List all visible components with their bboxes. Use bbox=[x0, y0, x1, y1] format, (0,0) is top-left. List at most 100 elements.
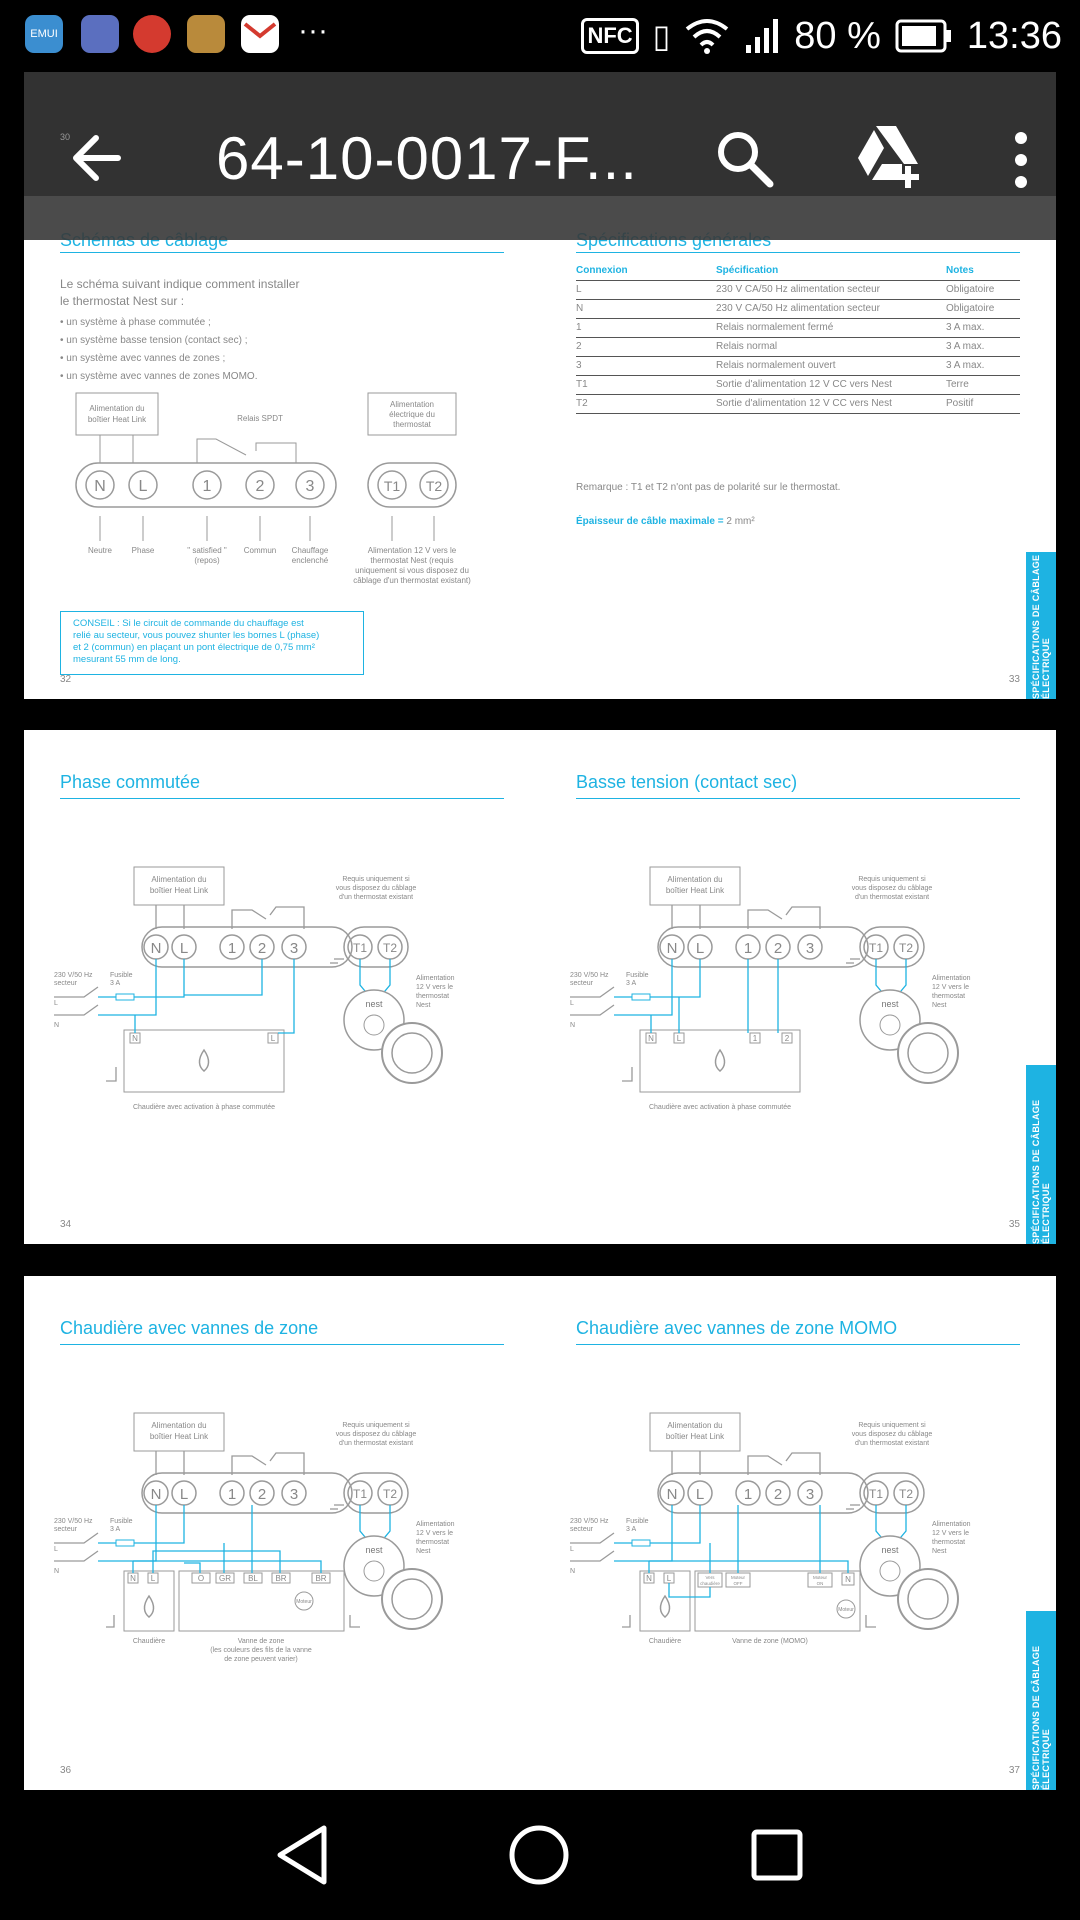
label: N bbox=[646, 1574, 652, 1583]
fuse bbox=[115, 993, 135, 1001]
label: 230 V/50 Hz bbox=[54, 972, 93, 979]
label: Alimentation bbox=[932, 975, 971, 982]
label: nest bbox=[365, 1545, 383, 1555]
label: Requis uniquement si bbox=[342, 1422, 410, 1429]
label: N bbox=[54, 1568, 59, 1575]
terminal bbox=[249, 1480, 275, 1506]
label: N bbox=[667, 940, 678, 957]
label: T1 bbox=[869, 1487, 883, 1501]
back-nav-icon[interactable] bbox=[268, 1820, 338, 1890]
label: boîtier Heat Link bbox=[666, 1432, 725, 1441]
svg-text:Neutre: Neutre bbox=[88, 546, 113, 555]
svg-text:thermostat: thermostat bbox=[393, 420, 432, 429]
label: 3 bbox=[290, 1486, 298, 1503]
label: vous disposez du câblage bbox=[852, 885, 933, 892]
nest-thermostat-ring bbox=[391, 1578, 433, 1620]
label: nest bbox=[365, 999, 383, 1009]
label: Alimentation bbox=[416, 1521, 455, 1528]
heatlink-dial bbox=[879, 1560, 901, 1582]
label: Moteur bbox=[731, 1575, 746, 1580]
document-viewer[interactable]: Schémas de câblage Le schéma suivant ind… bbox=[0, 72, 1080, 1790]
wire bbox=[106, 1067, 117, 1082]
valve-terminal bbox=[243, 1572, 263, 1584]
files-app-icon bbox=[187, 15, 225, 53]
side-tab: SPÉCIFICATIONS DE CÂBLAGE ÉLECTRIQUE bbox=[1026, 1611, 1056, 1790]
label: T2 bbox=[383, 1487, 397, 1501]
more-options-icon[interactable] bbox=[1009, 128, 1033, 192]
wire bbox=[54, 986, 99, 998]
share-app-icon bbox=[133, 15, 171, 53]
svg-text:Commun: Commun bbox=[244, 546, 276, 555]
wire bbox=[614, 1505, 673, 1562]
svg-text:boîtier Heat Link: boîtier Heat Link bbox=[88, 415, 147, 424]
motor-icon bbox=[836, 1599, 856, 1619]
wire bbox=[865, 1615, 876, 1628]
label: 2 bbox=[785, 1034, 790, 1043]
zone-valve-box bbox=[694, 1570, 861, 1632]
label: Chaudière avec activation à phase commut… bbox=[649, 1104, 791, 1111]
page-number: 37 bbox=[1008, 1765, 1020, 1776]
label: secteur bbox=[54, 1526, 78, 1533]
add-to-drive-icon[interactable] bbox=[854, 122, 924, 192]
label: Requis uniquement si bbox=[858, 1422, 926, 1429]
t-strip bbox=[343, 926, 409, 968]
wire bbox=[349, 1615, 360, 1628]
boiler-box bbox=[639, 1570, 691, 1632]
svg-text:Chauffage: Chauffage bbox=[292, 546, 329, 555]
svg-text:L: L bbox=[139, 478, 148, 495]
back-arrow-icon[interactable] bbox=[68, 130, 124, 186]
boiler-box bbox=[123, 1570, 175, 1632]
wire bbox=[152, 1550, 281, 1573]
label: Fusible bbox=[110, 1518, 133, 1525]
label: BL bbox=[248, 1574, 258, 1583]
label: BR bbox=[315, 1574, 326, 1583]
label: Alimentation du bbox=[667, 875, 722, 884]
svg-text:Alimentation du: Alimentation du bbox=[89, 404, 144, 413]
label: L bbox=[180, 1486, 188, 1503]
label: boîtier Heat Link bbox=[666, 886, 725, 895]
label: 3 A bbox=[626, 1526, 636, 1533]
label: L bbox=[180, 940, 188, 957]
wiring-overview-diagram: Alimentation du boîtier Heat Link Relais… bbox=[75, 392, 471, 585]
health-app-icon bbox=[81, 15, 119, 53]
heatlink-dial bbox=[879, 1014, 901, 1036]
wire bbox=[785, 906, 821, 929]
boiler-terminal bbox=[749, 1032, 761, 1044]
terminal-strip bbox=[657, 1472, 869, 1514]
label: 1 bbox=[744, 940, 752, 957]
page-spread-36-37: Chaudière avec vannes de zone Alimentati… bbox=[24, 1276, 1056, 1790]
valve-terminal bbox=[215, 1572, 235, 1584]
label: N bbox=[648, 1034, 654, 1043]
terminal-strip bbox=[141, 926, 353, 968]
label: vous disposez du câblage bbox=[852, 1431, 933, 1438]
svg-text:uniquement si vous disposez du: uniquement si vous disposez du bbox=[355, 566, 469, 575]
label: N bbox=[845, 1575, 851, 1584]
terminal bbox=[735, 1480, 761, 1506]
label: T1 bbox=[353, 941, 367, 955]
nest-thermostat-ring bbox=[391, 1032, 433, 1074]
wire bbox=[54, 1004, 99, 1016]
wire bbox=[231, 909, 267, 929]
label: d'un thermostat existant bbox=[855, 894, 929, 901]
label: L bbox=[151, 1574, 156, 1583]
recents-nav-icon[interactable] bbox=[742, 1820, 812, 1890]
label: Chaudière avec activation à phase commut… bbox=[133, 1104, 275, 1111]
label: boîtier Heat Link bbox=[150, 886, 209, 895]
terminal bbox=[797, 1480, 823, 1506]
t-strip bbox=[343, 1472, 409, 1514]
home-nav-icon[interactable] bbox=[504, 1820, 574, 1890]
page-hint: 30 bbox=[60, 132, 71, 142]
label: T2 bbox=[383, 941, 397, 955]
page-36: Chaudière avec vannes de zone Alimentati… bbox=[24, 1276, 540, 1790]
wire bbox=[54, 1550, 99, 1562]
wire bbox=[133, 1560, 322, 1573]
terminal-strip bbox=[141, 1472, 353, 1514]
label: ON bbox=[817, 1581, 824, 1586]
label: thermostat bbox=[416, 1539, 449, 1546]
svg-text:1: 1 bbox=[203, 478, 212, 495]
search-icon[interactable] bbox=[714, 128, 776, 190]
